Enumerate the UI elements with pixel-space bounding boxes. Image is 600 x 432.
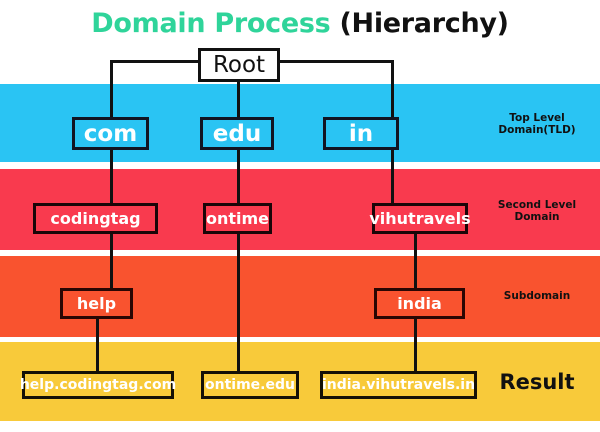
connector-com-to-codingtag bbox=[110, 148, 113, 205]
band-label-result: Result bbox=[482, 370, 592, 395]
band-label-tld: Top Level Domain(TLD) bbox=[482, 112, 592, 137]
connector-bus-left bbox=[110, 60, 240, 63]
node-subdomain-help[interactable]: help bbox=[60, 288, 133, 319]
connector-bus-to-com bbox=[110, 60, 113, 120]
node-result-ontime-edu[interactable]: ontime.edu bbox=[201, 371, 299, 399]
connector-in-to-vihutravels bbox=[391, 148, 394, 205]
title-highlight: Domain Process bbox=[91, 8, 331, 39]
node-second-codingtag[interactable]: codingtag bbox=[33, 203, 158, 234]
band-label-tld-line2: Domain(TLD) bbox=[498, 123, 576, 136]
connector-bus-right bbox=[278, 60, 394, 63]
node-second-vihutravels[interactable]: vihutravels bbox=[369, 203, 471, 234]
band-label-subdomain: Subdomain bbox=[482, 290, 592, 303]
node-root[interactable]: Root bbox=[198, 48, 280, 82]
node-subdomain-india[interactable]: india bbox=[374, 288, 465, 319]
band-label-second-line1: Second Level bbox=[497, 199, 577, 211]
node-second-ontime[interactable]: ontime bbox=[203, 203, 272, 234]
connector-edu-to-ontime bbox=[237, 148, 240, 205]
connector-ontime-to-result bbox=[237, 233, 240, 373]
node-result-india-vihutravels-in[interactable]: india.vihutravels.in bbox=[320, 371, 477, 399]
connector-codingtag-to-help bbox=[110, 233, 113, 290]
band-label-tld-line1: Top Level bbox=[509, 112, 565, 124]
band-label-result-line1: Result bbox=[499, 370, 575, 394]
node-result-help-codingtag-com[interactable]: help.codingtag.com bbox=[20, 371, 176, 399]
connector-help-to-result bbox=[96, 318, 99, 373]
connector-bus-to-in bbox=[391, 60, 394, 120]
connector-india-to-result bbox=[414, 318, 417, 373]
node-tld-in[interactable]: in bbox=[323, 117, 399, 150]
connector-vihutravels-to-india bbox=[414, 233, 417, 290]
node-tld-com[interactable]: com bbox=[72, 117, 149, 150]
band-label-subdomain-line1: Subdomain bbox=[503, 290, 571, 302]
node-tld-edu[interactable]: edu bbox=[200, 117, 274, 150]
title-rest: (Hierarchy) bbox=[339, 8, 509, 39]
band-label-second-line2: Domain bbox=[514, 210, 560, 223]
band-label-second-level: Second Level Domain bbox=[482, 199, 592, 224]
page-title: Domain Process (Hierarchy) bbox=[0, 8, 600, 39]
connector-root-to-edu bbox=[237, 80, 240, 120]
